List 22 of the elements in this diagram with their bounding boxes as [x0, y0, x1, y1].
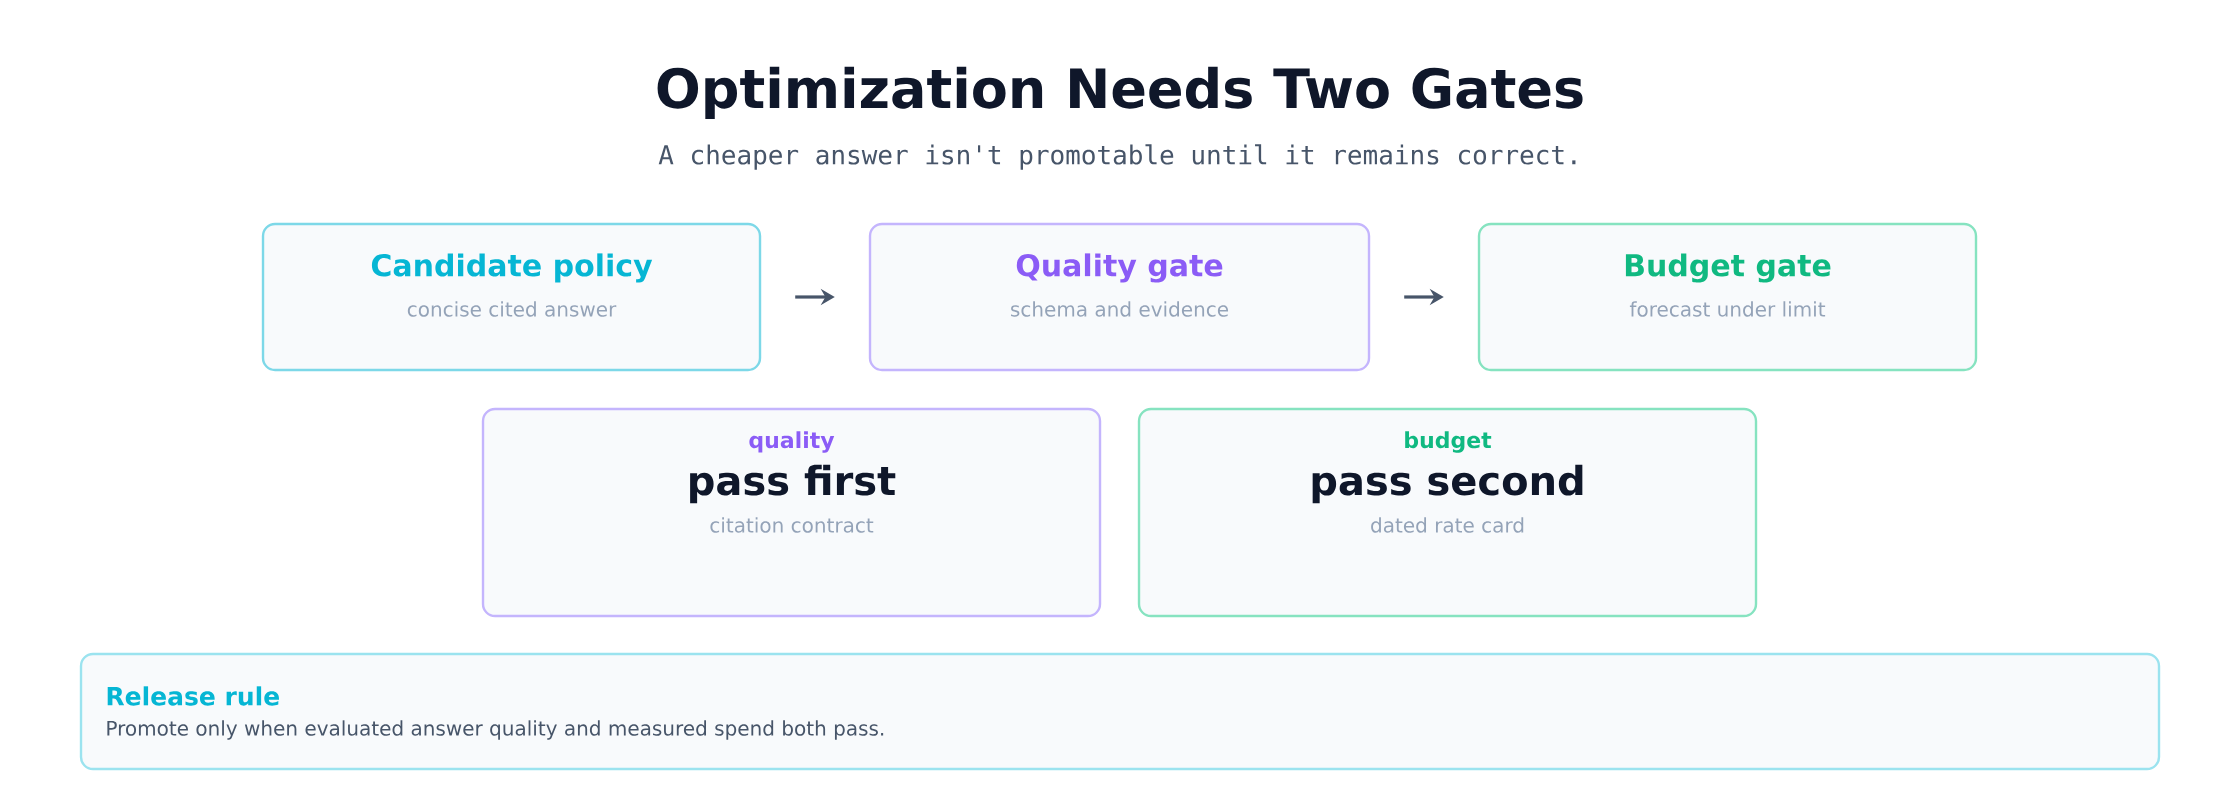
card-note: dated rate card: [1371, 517, 1524, 533]
title: Optimization Needs Two Gates: [657, 66, 1583, 120]
card-tag: budget: [1405, 431, 1492, 453]
card-description: concise cited answer: [407, 301, 617, 317]
card-note: citation contract: [710, 517, 874, 533]
card-heading: Quality gate: [1016, 253, 1223, 283]
card-heading: Candidate policy: [371, 253, 653, 283]
card-description: schema and evidence: [1011, 301, 1229, 317]
subtitle: A cheaper answer isn't promotable until it remains correct.: [658, 144, 1576, 170]
card-value: pass first: [690, 464, 896, 504]
card-description: Promote only when evaluated answer quality and measured spend both pass.: [107, 720, 884, 740]
card: [261, 222, 762, 372]
card: [1137, 407, 1758, 618]
card-tag: quality: [749, 431, 835, 453]
card: [1477, 222, 1978, 372]
card-heading: Release rule: [107, 686, 279, 706]
card: [79, 652, 2161, 771]
card-value: pass second: [1312, 464, 1583, 504]
card-description: forecast under limit: [1629, 301, 1826, 317]
card: [481, 407, 1102, 618]
card-heading: Budget gate: [1625, 253, 1831, 283]
card: [868, 222, 1371, 372]
